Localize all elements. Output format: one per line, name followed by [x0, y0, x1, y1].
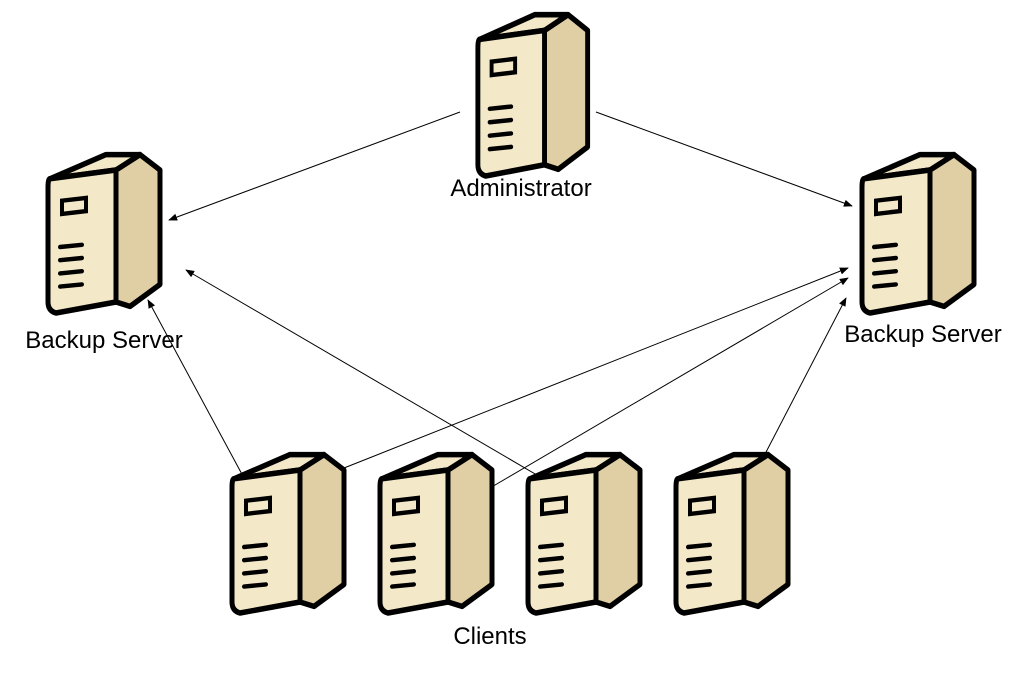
server-icon: [48, 155, 160, 313]
clients-group: Clients: [232, 455, 788, 650]
administrator-label: Administrator: [450, 175, 591, 202]
node-backup-server-right: Backup Server: [844, 155, 1002, 348]
edge-client3-to-backup-left: [185, 269, 543, 479]
clients-label: Clients: [453, 623, 526, 650]
server-icon: [232, 455, 344, 613]
edges: [147, 111, 853, 489]
server-icon: [862, 155, 974, 313]
server-icon: [676, 455, 788, 613]
node-backup-server-left: Backup Server: [25, 155, 183, 354]
edge-client4-to-backup-right: [763, 297, 847, 457]
backup-server-left-label: Backup Server: [25, 327, 182, 354]
edge-admin-to-backup-right: [595, 111, 853, 207]
edge-client2-to-backup-right: [489, 277, 849, 489]
server-icon: [478, 15, 588, 176]
edge-admin-to-backup-left: [168, 111, 461, 221]
edge-client1-to-backup-left: [147, 299, 245, 479]
edge-client1-to-backup-right: [343, 267, 849, 469]
node-administrator: Administrator: [450, 15, 592, 202]
server-icon: [528, 455, 640, 613]
backup-server-right-label: Backup Server: [844, 321, 1001, 348]
server-icon: [380, 455, 492, 613]
